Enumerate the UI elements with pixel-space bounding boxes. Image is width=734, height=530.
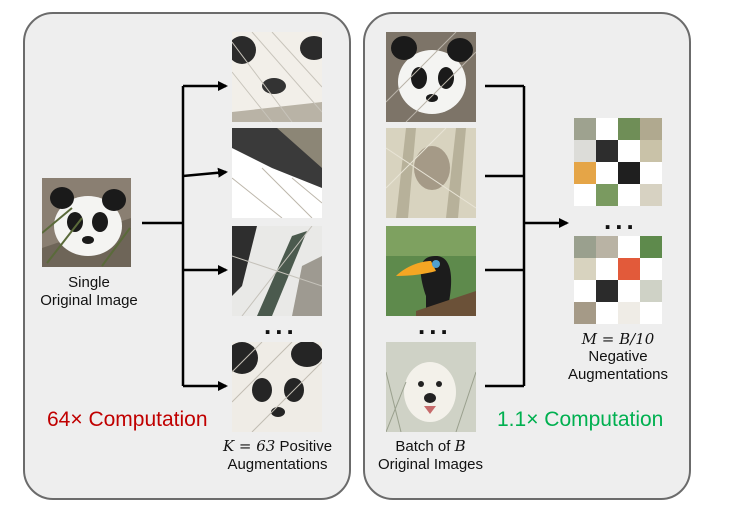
right-ellipsis: ... [604,205,638,235]
positive-suffix: Positive [275,438,333,455]
source-label-line2: Original Image [40,292,138,309]
panda-aug-4 [232,342,322,432]
negative-label: M = B/10 Negative Augmentations [556,330,680,384]
batch-label: Batch of B Original Images [368,437,493,474]
panda-aug-3 [232,226,322,316]
negative-aug-2 [574,236,662,324]
batch-dog-image [386,342,476,432]
batch-koala-image [386,128,476,218]
arrow-to-aug-2 [182,167,228,178]
k-expression: K = 63 [222,437,276,455]
batch-label-line1: Batch of B [368,437,493,456]
right-left-ellipsis: ... [418,310,452,340]
left-ellipsis: ... [264,310,298,340]
m-expression: M = B/10 [581,330,655,348]
left-computation-label: 64× Computation [47,408,208,431]
negative-aug-1 [574,118,662,206]
source-label: Single Original Image [40,274,138,310]
positive-label-line2: Augmentations [227,456,328,473]
batch-toucan-image [386,226,476,316]
batch-variable: B [454,437,466,455]
negative-label-line1: Negative [588,348,648,365]
source-label-line1: Single [68,274,110,291]
batch-panda-image [386,32,476,122]
panda-aug-2 [232,128,322,218]
panda-aug-1 [232,32,322,122]
original-panda-image [42,178,131,267]
right-computation-label: 1.1× Computation [497,408,664,431]
positive-label-line1: K = 63 Positive [205,437,350,456]
negative-label-line2: Augmentations [567,366,669,383]
positive-label: K = 63 Positive Augmentations [205,437,350,474]
batch-prefix: Batch of [395,438,455,455]
batch-label-line2: Original Images [377,456,484,473]
